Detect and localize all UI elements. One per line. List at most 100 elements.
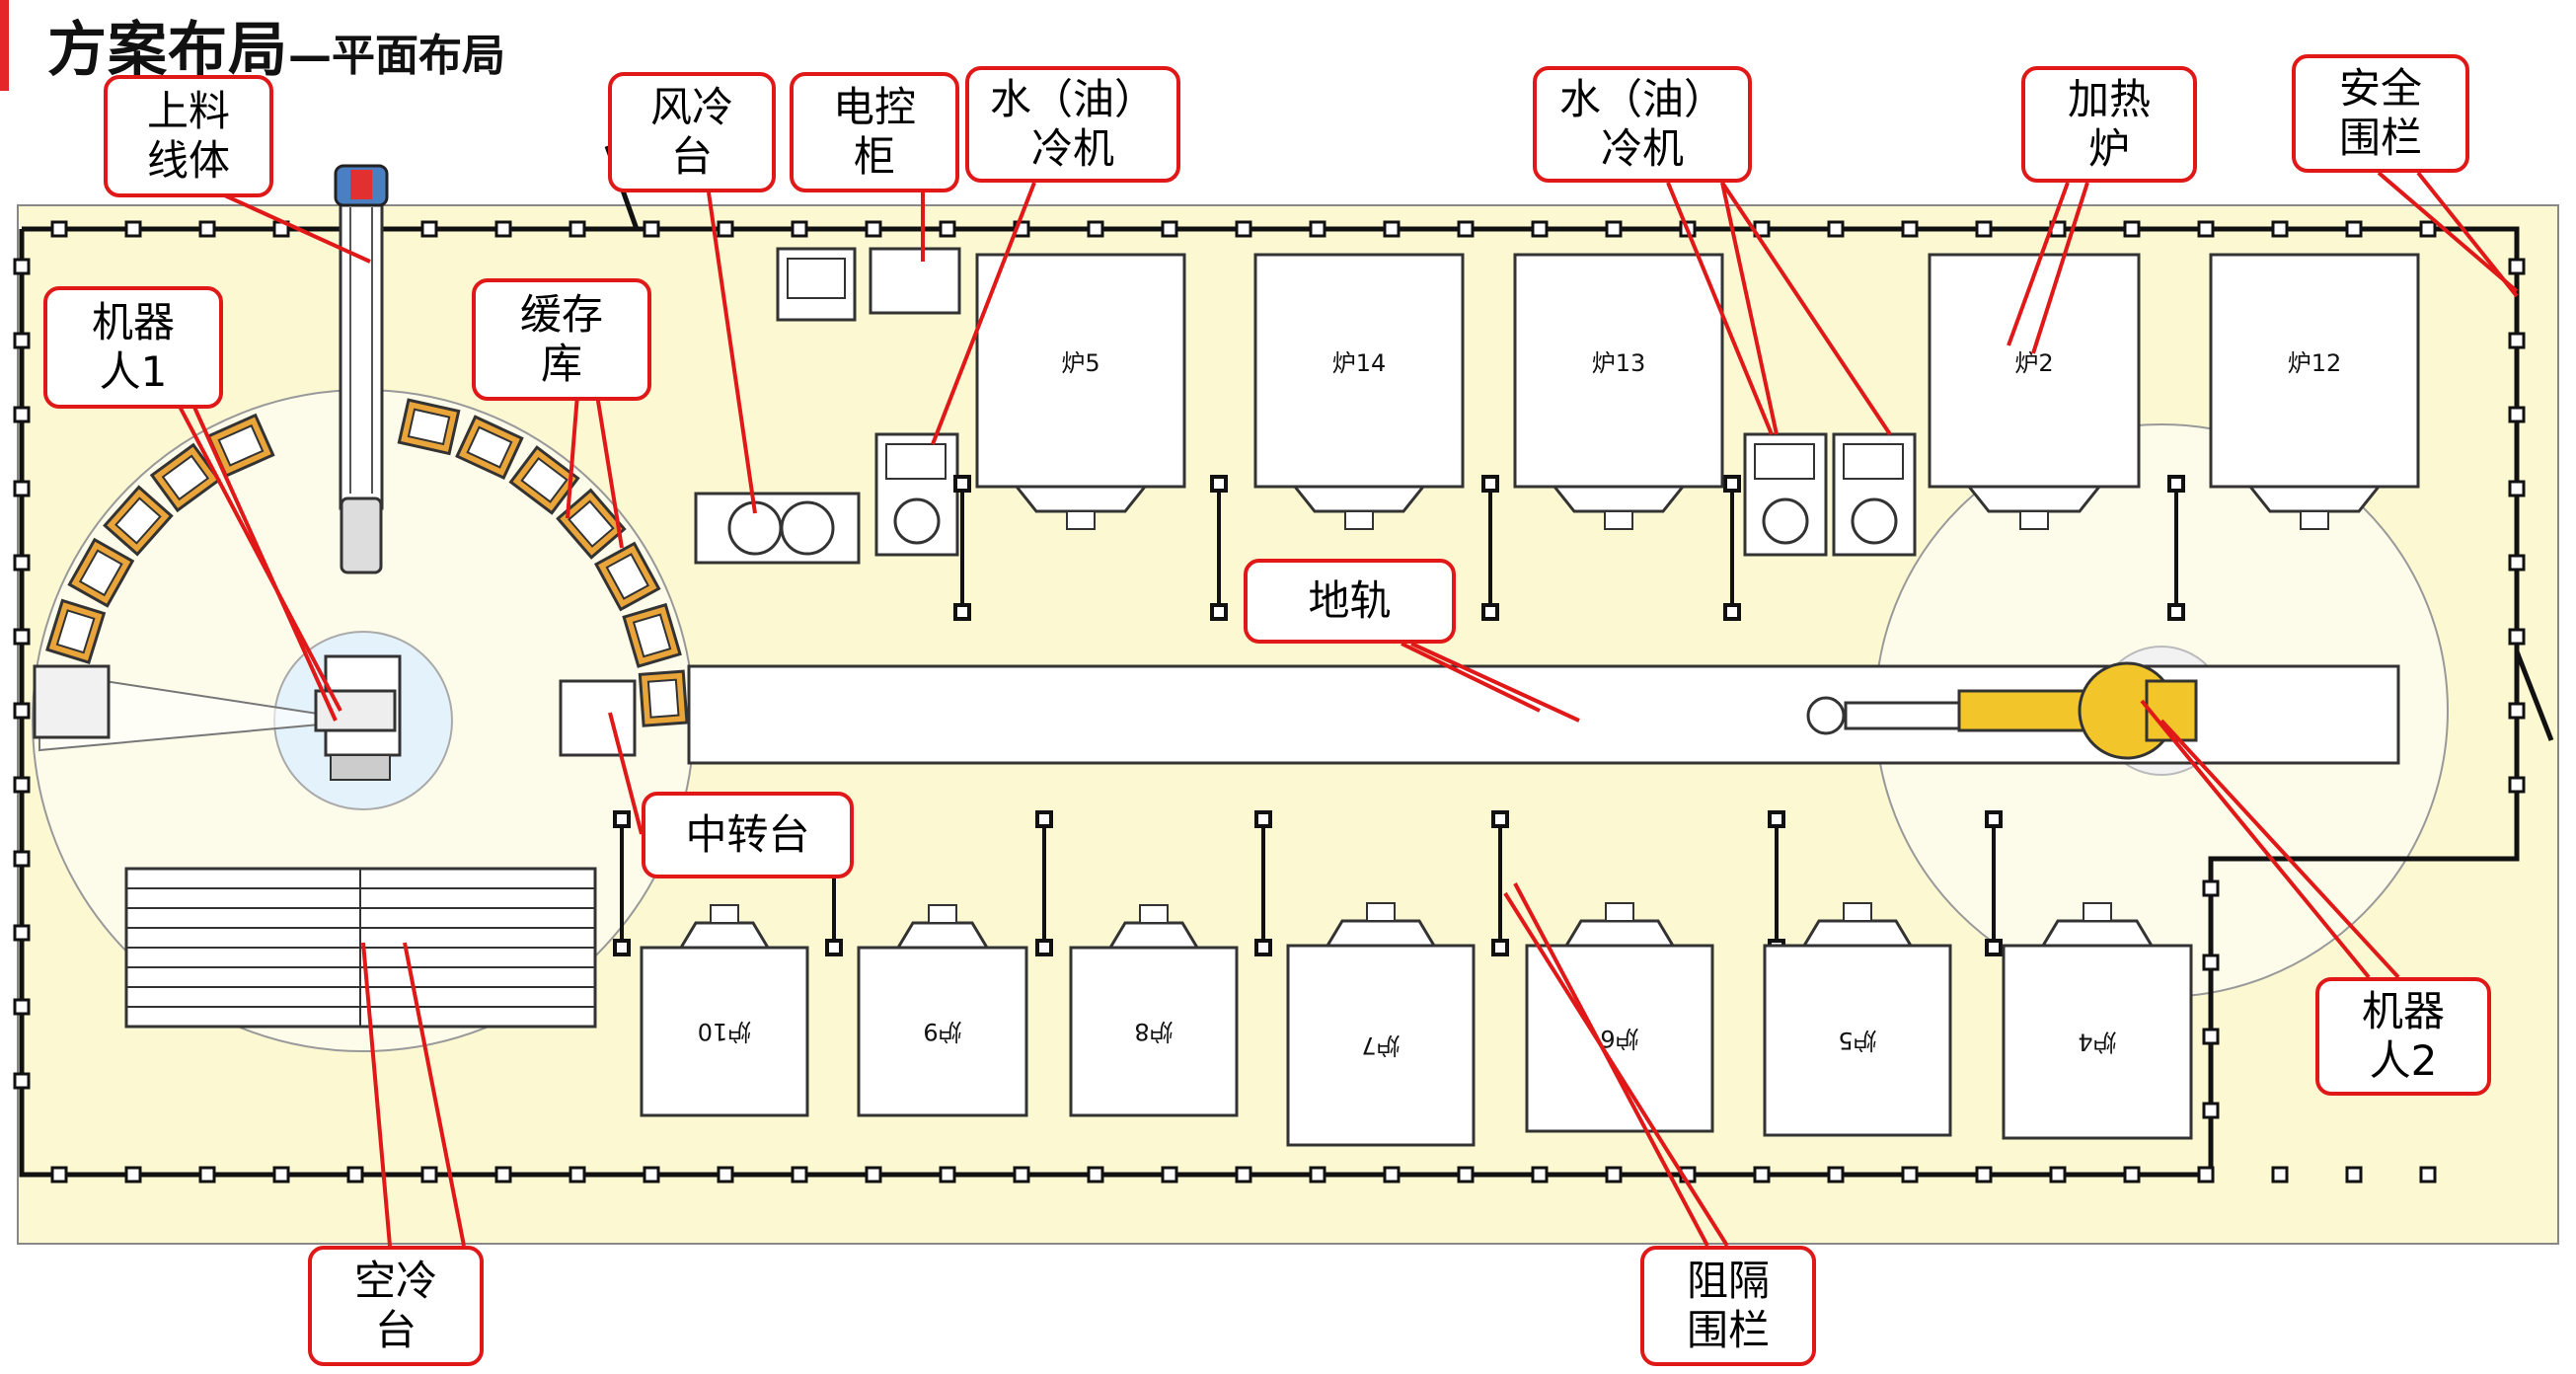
fence-post: [272, 1166, 290, 1183]
leader-line: [2377, 171, 2519, 293]
leader-line: [1720, 182, 1779, 435]
fence-post: [13, 998, 31, 1016]
fence-post: [865, 220, 882, 238]
leader-line: [190, 402, 338, 722]
chiller-unit: [1832, 432, 1917, 557]
buffer-racks: [38, 398, 689, 727]
label-buffer: 缓存 库: [472, 278, 651, 401]
partition-post: [1723, 475, 1741, 493]
furnace-label: 炉10: [698, 1018, 752, 1045]
fence-post: [1531, 1166, 1549, 1183]
leader-line: [595, 394, 624, 549]
partition-post: [1210, 475, 1228, 493]
buffer-rack: [397, 398, 461, 456]
furnace-hopper: [1563, 919, 1676, 948]
furnace-hopper: [895, 921, 990, 950]
furnace-top: 炉12: [2209, 253, 2420, 530]
fence-post: [717, 1166, 734, 1183]
chillers: [874, 432, 1917, 557]
label-feed-line: 上料 线体: [104, 75, 273, 197]
fence-post: [2123, 220, 2141, 238]
partition-post: [1985, 939, 2003, 956]
air-cool-fan: [780, 500, 835, 556]
furnace-body: [1928, 253, 2141, 489]
leader-line: [707, 191, 757, 514]
furnace-outlet: [1366, 902, 1396, 922]
leader-line: [2031, 182, 2089, 354]
partition-post: [2167, 475, 2185, 493]
furnace-outlet: [1066, 510, 1096, 530]
furnace-top: 炉2: [1928, 253, 2141, 530]
fence-post: [1975, 1166, 1993, 1183]
leader-line: [1401, 642, 1541, 713]
leader-line: [1410, 642, 1580, 723]
label-partition-fence: 阻隔 围栏: [1640, 1246, 1816, 1366]
furnace-label: 炉8: [1134, 1018, 1173, 1045]
furnace-body: [2209, 253, 2420, 489]
title-sub: —平面布局: [288, 31, 505, 81]
furnace-body: [640, 946, 809, 1117]
furnace-label: 炉13: [1592, 349, 1646, 377]
label-transfer: 中转台: [642, 792, 854, 878]
furnace-top: 炉5: [975, 253, 1186, 530]
leader-line: [206, 186, 371, 264]
furnace-hopper: [678, 921, 771, 950]
fence-post: [13, 850, 31, 868]
label-air-cool-bench: 空冷 台: [308, 1246, 484, 1366]
leader-line: [2140, 699, 2371, 979]
buffer-rack-slot: [407, 408, 451, 446]
furnace-hopper: [1325, 919, 1437, 948]
leader-line: [2159, 719, 2400, 979]
label-rail: 地轨: [1244, 559, 1456, 644]
robot1-foot: [330, 754, 391, 781]
fence-post: [568, 220, 586, 238]
fence-post: [50, 1166, 68, 1183]
fence-post: [2197, 1166, 2215, 1183]
partition-post: [1768, 810, 1785, 828]
label-safety-fence: 安全 围栏: [2292, 54, 2469, 173]
fence-post: [346, 1166, 364, 1183]
fence-post: [124, 1166, 142, 1183]
buffer-rack: [45, 598, 107, 665]
partition-post: [2167, 603, 2185, 621]
partition-post: [1491, 939, 1509, 956]
furnace-label: 炉5: [1061, 349, 1099, 377]
furnace-body: [975, 253, 1186, 489]
fence-post: [198, 1166, 216, 1183]
furnace-outlet: [710, 904, 739, 924]
leader-line: [1666, 182, 1774, 435]
furnace-label: 炉12: [2288, 349, 2342, 377]
fence-post: [1087, 220, 1104, 238]
fence-post: [568, 1166, 586, 1183]
fence-post: [494, 220, 512, 238]
partition-post: [613, 939, 631, 956]
furnace-body: [1513, 253, 1724, 489]
furnace-outlet: [1843, 902, 1872, 922]
fence-post: [1901, 1166, 1919, 1183]
leader-line: [608, 712, 644, 835]
fence-post: [2508, 702, 2526, 720]
fence-post: [643, 220, 660, 238]
control-cabinet-screen: [787, 258, 846, 299]
chiller-top: [1843, 443, 1904, 480]
fence-post: [13, 1072, 31, 1090]
fence-post: [2202, 1102, 2220, 1119]
label-control-cabinet: 电控 柜: [790, 72, 959, 192]
fence-post: [1827, 220, 1845, 238]
fence-post: [1975, 220, 1993, 238]
label-robot2: 机器 人2: [2315, 977, 2491, 1096]
furnace-hopper: [2040, 919, 2155, 948]
fence-post: [2345, 220, 2363, 238]
fence-post: [13, 332, 31, 349]
furnace-outlet: [1139, 904, 1169, 924]
fence-post: [13, 702, 31, 720]
fence-post: [939, 220, 956, 238]
robot2-body: [1806, 661, 2198, 760]
fence-post: [420, 1166, 438, 1183]
fence-post: [2508, 258, 2526, 275]
robot2-carriage: [1806, 696, 1846, 735]
fence-post: [2271, 1166, 2289, 1183]
partition-post: [1491, 810, 1509, 828]
